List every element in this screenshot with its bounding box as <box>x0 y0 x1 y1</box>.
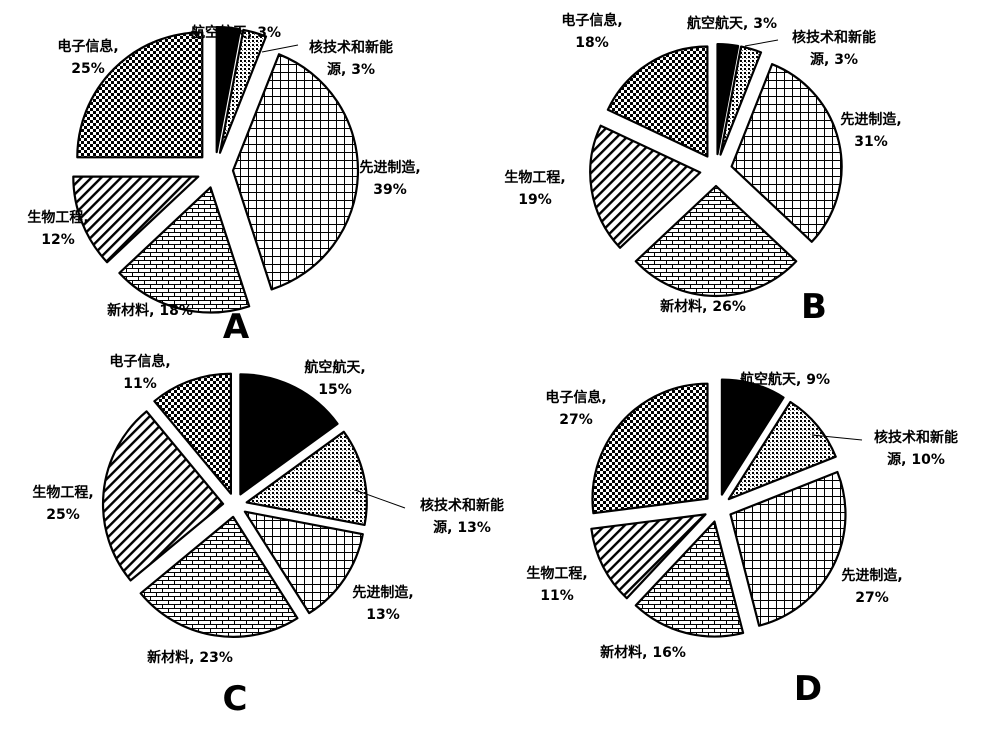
pie-slice-bioengineering <box>101 410 225 582</box>
data-label-new-materials: 新材料, 16% <box>600 644 686 661</box>
panel-letter: B <box>801 287 827 327</box>
data-label-electronic-information: 电子信息,11% <box>109 353 170 392</box>
pie-slice-new-materials <box>139 515 299 638</box>
pie-slice-advanced-manufacturing <box>231 53 360 291</box>
pie-slice-new-materials <box>634 184 798 298</box>
data-label-electronic-information: 电子信息,18% <box>561 12 622 51</box>
pie-slice-aerospace <box>239 373 339 496</box>
pie-slice-bioengineering <box>589 124 702 249</box>
leader-line-nuclear-new-energy <box>811 434 863 441</box>
pie-slice-electronic-information <box>76 31 204 159</box>
data-label-new-materials: 新材料, 18% <box>107 302 193 319</box>
pie-slice-bioengineering <box>72 175 200 264</box>
data-label-nuclear-new-energy: 核技术和新能源, 3% <box>792 29 876 68</box>
panel-letter: D <box>794 669 822 709</box>
data-label-nuclear-new-energy: 核技术和新能源, 3% <box>309 39 393 78</box>
data-label-new-materials: 新材料, 26% <box>660 298 746 315</box>
pie-panel-a: 航空航天, 3% 核技术和新能源, 3% 先进制造,39% 新材料, 18% 生物工程,… <box>27 24 420 347</box>
pie-slice-advanced-manufacturing <box>243 510 364 615</box>
pie-slice-bioengineering <box>590 513 707 600</box>
pie-slice-nuclear-new-energy <box>727 400 837 501</box>
panel-letter: C <box>223 679 248 719</box>
pie-panel-b: 航空航天, 3% 核技术和新能源, 3% 先进制造,31% 新材料, 26% 生物工程,… <box>504 12 901 327</box>
pie-slice-aerospace <box>720 378 785 496</box>
data-label-nuclear-new-energy: 核技术和新能源, 13% <box>420 497 504 536</box>
data-label-advanced-manufacturing: 先进制造,13% <box>352 584 413 623</box>
pie-panel-c: 航空航天,15% 核技术和新能源, 13% 先进制造,13% 新材料, 23% 生物工程… <box>32 353 504 719</box>
pie-slice-advanced-manufacturing <box>730 63 843 243</box>
pie-slice-nuclear-new-energy <box>218 28 268 154</box>
data-label-advanced-manufacturing: 先进制造,27% <box>841 567 902 606</box>
data-label-aerospace: 航空航天,15% <box>304 359 365 398</box>
leader-line-nuclear-new-energy <box>354 489 406 509</box>
leader-line-nuclear-new-energy <box>744 39 779 47</box>
leader-line-nuclear-new-energy <box>261 44 299 53</box>
pie-slice-nuclear-new-energy <box>719 45 763 156</box>
data-label-aerospace: 航空航天, 3% <box>191 24 281 41</box>
pie-slice-electronic-information <box>153 372 232 495</box>
data-label-electronic-information: 电子信息,25% <box>57 38 118 77</box>
data-label-nuclear-new-energy: 核技术和新能源, 10% <box>874 429 958 468</box>
pie-slice-new-materials <box>118 186 251 314</box>
data-label-new-materials: 新材料, 23% <box>147 649 233 666</box>
pie-slice-electronic-information <box>606 45 709 158</box>
pie-panel-d: 航空航天, 9% 核技术和新能源, 10% 先进制造,27% 新材料, 16% 生物工程… <box>526 371 958 709</box>
pie-slice-nuclear-new-energy <box>245 430 368 526</box>
data-label-bioengineering: 生物工程,12% <box>27 209 88 248</box>
pie-slice-aerospace <box>716 42 740 156</box>
data-label-aerospace: 航空航天, 9% <box>740 371 830 388</box>
pie-slice-advanced-manufacturing <box>729 470 847 627</box>
data-label-bioengineering: 生物工程,11% <box>526 565 587 604</box>
data-label-advanced-manufacturing: 先进制造,39% <box>359 159 420 198</box>
pie-slice-aerospace <box>215 25 242 154</box>
data-label-electronic-information: 电子信息,27% <box>545 389 606 428</box>
data-label-bioengineering: 生物工程,25% <box>32 484 93 523</box>
data-label-advanced-manufacturing: 先进制造,31% <box>840 111 901 150</box>
data-label-aerospace: 航空航天, 3% <box>687 15 777 32</box>
panel-letter: A <box>223 307 250 347</box>
pie-slice-new-materials <box>634 520 745 638</box>
pie-slice-electronic-information <box>591 382 709 515</box>
data-label-bioengineering: 生物工程,19% <box>504 169 565 208</box>
